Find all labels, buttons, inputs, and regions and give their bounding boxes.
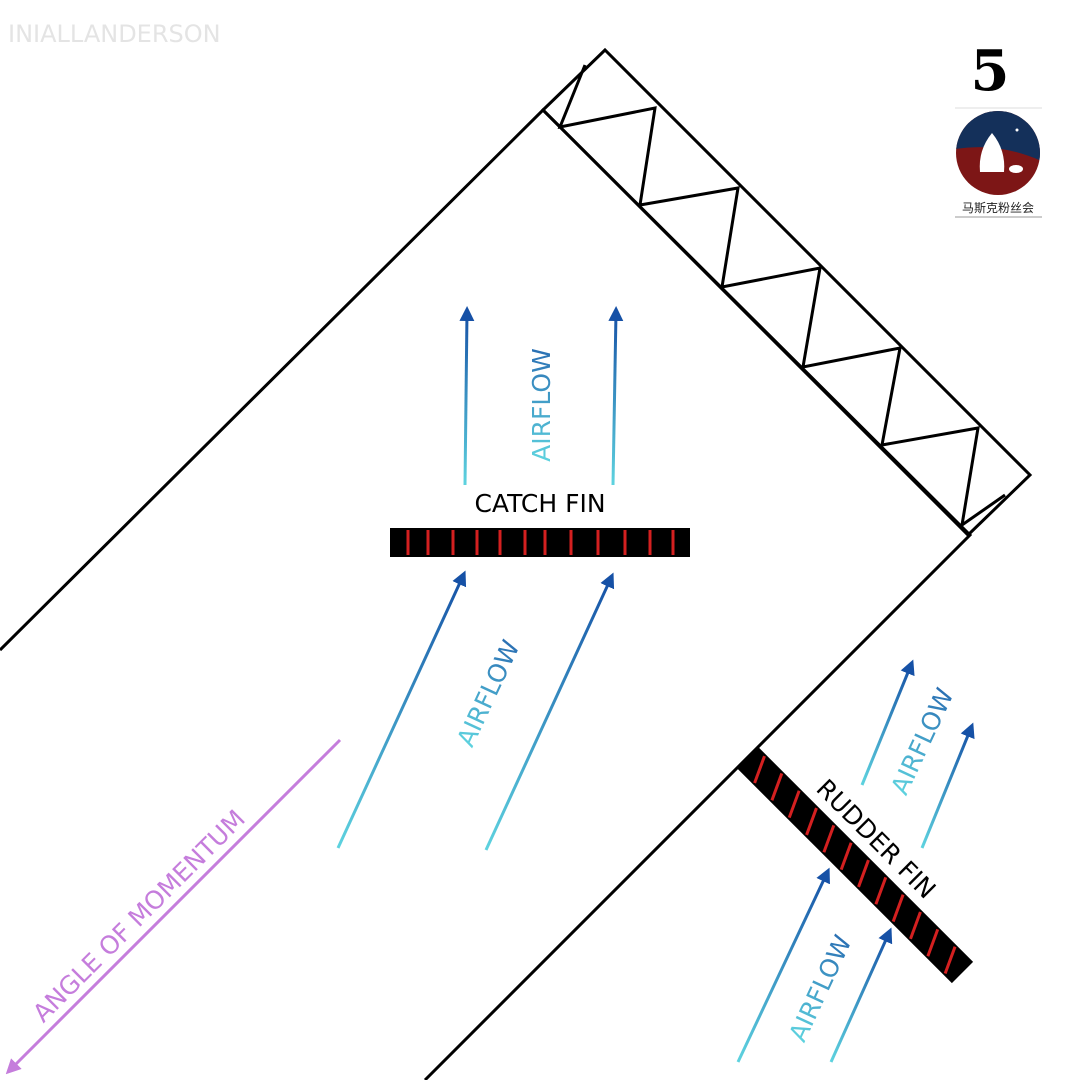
fin-stripe <box>891 894 905 923</box>
fin-stripe <box>805 807 818 836</box>
fin-stripe <box>857 859 870 888</box>
grid-fin <box>540 47 1033 538</box>
logo: 马斯克粉丝会 <box>955 107 1042 218</box>
airflow-arrow <box>829 927 893 1063</box>
airflow-arrow <box>860 659 915 786</box>
fin-stripe <box>822 824 836 853</box>
angle-of-momentum-label: ANGLE OF MOMENTUM <box>27 804 251 1028</box>
logo-caption: 马斯克粉丝会 <box>962 201 1034 215</box>
airflow-label: AIRFLOW <box>451 636 525 751</box>
catch-fin-label: CATCH FIN <box>474 489 605 518</box>
fin-stripe <box>909 911 922 940</box>
airflow-arrow <box>459 306 475 486</box>
fin-stripe <box>839 842 853 871</box>
airflow-arrow <box>608 306 624 486</box>
page-number: 5 <box>971 38 1010 104</box>
airflow-label: AIRFLOW <box>527 348 556 462</box>
airflow-arrow <box>736 867 830 1063</box>
fin-stripe <box>787 790 801 819</box>
airflow-arrow <box>920 722 975 849</box>
fin-stripe <box>770 772 784 801</box>
fin-stripe <box>943 946 957 975</box>
airflow-arrow <box>484 572 615 851</box>
airflow-arrows <box>336 306 975 1063</box>
fin-stripe <box>753 755 766 784</box>
fin-stripe <box>926 928 940 957</box>
airflow-arrow <box>336 570 467 849</box>
momentum-arrow <box>5 738 342 1075</box>
catch-fin <box>390 528 690 557</box>
rudder-fin <box>736 746 974 984</box>
fin-stripe <box>874 876 888 905</box>
watermark: INIALLANDERSON <box>8 20 221 48</box>
